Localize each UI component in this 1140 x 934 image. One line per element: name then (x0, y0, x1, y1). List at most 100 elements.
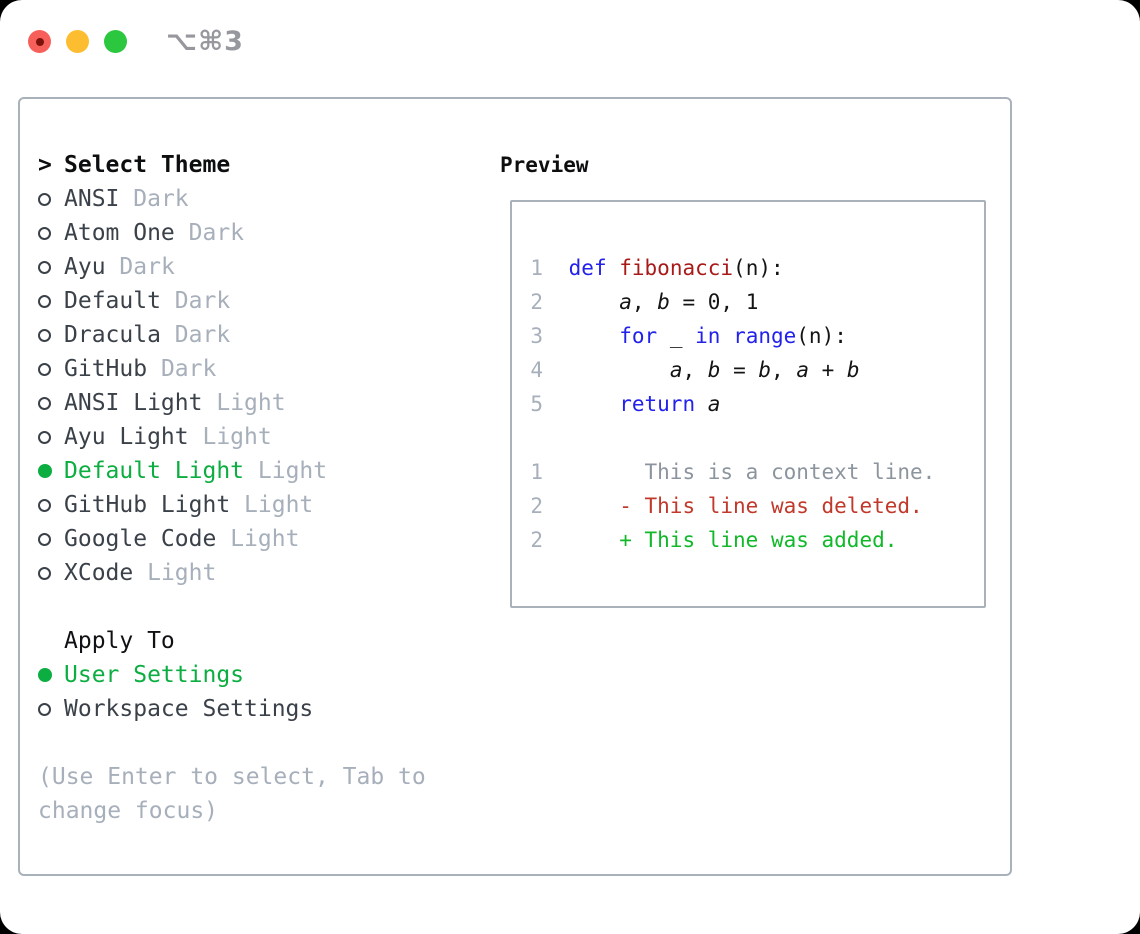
code-token (569, 358, 670, 382)
code-token: a (669, 358, 683, 382)
theme-name: GitHub (64, 356, 148, 382)
code-token: , (631, 290, 658, 314)
theme-option-atom-one-dark[interactable]: Atom One Dark (38, 216, 478, 250)
code-token: in (695, 324, 721, 348)
code-token: fibonacci (619, 256, 734, 280)
code-token: def (568, 256, 607, 280)
theme-option-ansi-light-light[interactable]: ANSI Light Light (38, 386, 478, 420)
theme-option-default-light-light[interactable]: Default Light Light (38, 454, 478, 488)
close-button[interactable] (28, 30, 51, 53)
code-token: = 0, 1 (669, 290, 759, 314)
radio-icon (38, 192, 51, 206)
theme-name: Ayu Light (64, 424, 189, 450)
code-token: (n): (796, 324, 847, 348)
code-token: return (619, 392, 696, 416)
code-line: 4 a, b = b, a + b (530, 353, 984, 387)
theme-option-github-light-light[interactable]: GitHub Light Light (38, 488, 478, 522)
select-theme-title: Select Theme (64, 152, 231, 178)
theme-option-default-dark[interactable]: Default Dark (38, 284, 478, 318)
theme-name: GitHub Light (64, 492, 231, 518)
radio-icon (38, 532, 51, 546)
theme-variant-tag: Light (216, 390, 286, 416)
code-line: 2 a, b = 0, 1 (530, 285, 984, 319)
theme-option-ayu-dark[interactable]: Ayu Dark (38, 250, 478, 284)
radio-icon (38, 362, 51, 376)
titlebar: ⌥⌘3 (28, 26, 244, 57)
blank-line (530, 421, 984, 455)
unsaved-dot-icon (35, 37, 44, 46)
code-line: 2 - This line was deleted. (530, 489, 984, 523)
line-number: 1 (530, 460, 543, 484)
apply-option-label: Workspace Settings (64, 696, 314, 722)
apply-option-workspace-settings[interactable]: Workspace Settings (38, 692, 478, 726)
code-token (720, 324, 733, 348)
theme-variant-tag: Light (202, 424, 272, 450)
line-number: 5 (530, 392, 543, 416)
code-line: 3 for _ in range(n): (530, 319, 984, 353)
code-line: 1 This is a context line. (530, 455, 984, 489)
code-token (607, 256, 620, 280)
theme-variant-tag: Light (147, 560, 217, 586)
select-theme-header: > Select Theme (38, 148, 478, 182)
radio-icon (38, 566, 51, 580)
theme-variant-tag: Dark (119, 254, 175, 280)
theme-option-github-dark[interactable]: GitHub Dark (38, 352, 478, 386)
code-token: a (619, 290, 632, 314)
preview-title: Preview (500, 153, 589, 177)
code-token (695, 392, 708, 416)
theme-variant-tag: Light (257, 458, 328, 484)
theme-variant-tag: Light (230, 526, 300, 552)
line-number: 3 (530, 324, 543, 348)
theme-variant-tag: Dark (160, 356, 217, 382)
radio-icon (38, 294, 51, 308)
spacer (38, 726, 478, 760)
help-text: (Use Enter to select, Tab to change focu… (38, 764, 426, 824)
apply-option-label: User Settings (64, 662, 245, 688)
code-token: b (758, 358, 772, 382)
line-number: 1 (530, 256, 543, 280)
code-token: a (707, 392, 721, 416)
theme-variant-tag: Light (244, 492, 314, 518)
code-line: 1 def fibonacci(n): (530, 251, 984, 285)
apply-to-header: Apply To (38, 624, 478, 658)
code-token: for (619, 324, 658, 348)
theme-name: Google Code (64, 526, 217, 552)
code-token: - This line was deleted. (568, 494, 923, 518)
apply-to-title: Apply To (64, 628, 175, 654)
code-token (569, 290, 620, 314)
theme-name: ANSI (64, 186, 120, 212)
minimize-button[interactable] (66, 30, 89, 53)
code-token: + This line was added. (568, 528, 898, 552)
theme-option-google-code-light[interactable]: Google Code Light (38, 522, 478, 556)
code-token: b (707, 358, 721, 382)
zoom-button[interactable] (104, 30, 127, 53)
apply-option-user-settings[interactable]: User Settings (38, 658, 478, 692)
line-number: 4 (530, 358, 543, 382)
theme-name: ANSI Light (64, 390, 203, 416)
radio-icon (38, 260, 51, 274)
radio-icon (38, 498, 51, 512)
code-token: = (720, 358, 759, 382)
radio-selected-icon (38, 464, 52, 478)
theme-name: Default (64, 288, 161, 314)
code-token (569, 324, 620, 348)
radio-icon (38, 396, 51, 410)
code-token: _ (657, 324, 696, 348)
radio-selected-icon (38, 668, 52, 682)
theme-variant-tag: Dark (188, 220, 245, 246)
theme-variant-tag: Dark (174, 322, 231, 348)
code-token: , (771, 358, 797, 382)
theme-option-ansi-dark[interactable]: ANSI Dark (38, 182, 478, 216)
theme-option-dracula-dark[interactable]: Dracula Dark (38, 318, 478, 352)
code-token: + (808, 358, 847, 382)
code-line: 5 return a (530, 387, 984, 421)
line-number: 2 (530, 528, 543, 552)
code-token: b (846, 358, 860, 382)
theme-option-ayu-light-light[interactable]: Ayu Light Light (38, 420, 478, 454)
spacer (38, 590, 478, 624)
theme-option-xcode-light[interactable]: XCode Light (38, 556, 478, 590)
